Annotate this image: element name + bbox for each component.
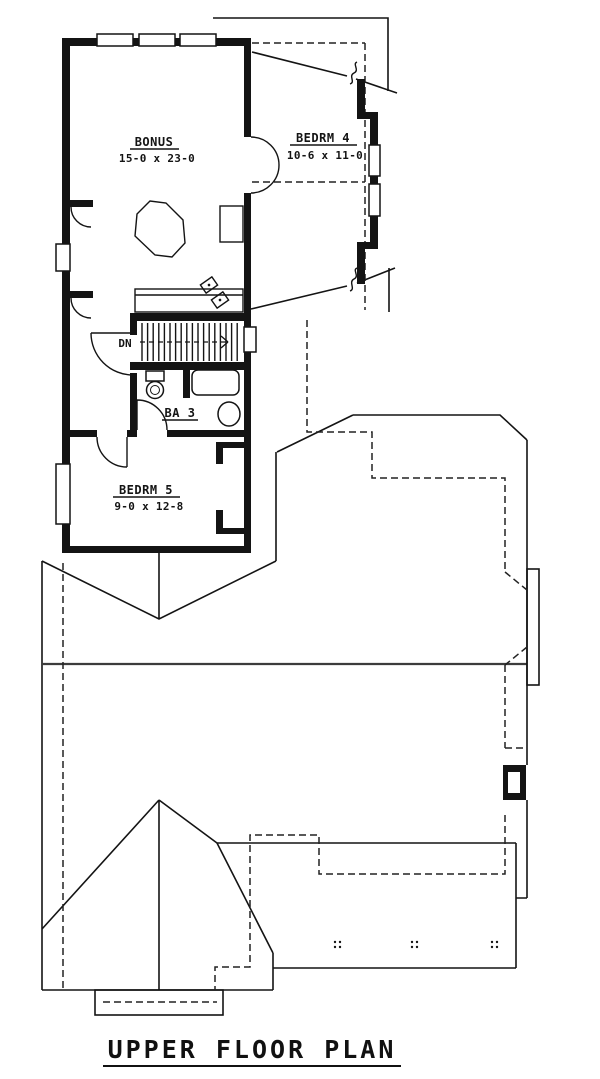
window (55, 243, 71, 272)
labels: BONUS 15-0 x 23-0 BEDRM 4 10-6 x 11-0 DN… (113, 131, 363, 513)
window (55, 463, 71, 525)
door-swing-hall (90, 332, 134, 376)
bonus-furniture (134, 200, 244, 313)
chimney (503, 765, 526, 800)
door-swing-kneewall (70, 297, 92, 319)
window (368, 144, 381, 177)
staircase (140, 323, 238, 361)
corner-equipment (199, 275, 219, 295)
table-octagon (134, 200, 186, 258)
bath-fixtures (145, 369, 241, 427)
toilet-tank (145, 370, 165, 382)
room-dims-bedrm5: 9-0 x 12-8 (114, 500, 183, 513)
corner-equipment (210, 290, 230, 310)
counter (134, 288, 244, 313)
break-symbol (349, 267, 358, 292)
plan-title-text: UPPER FLOOR PLAN (108, 1035, 397, 1064)
toilet-bowl-inner (150, 385, 160, 395)
door-swing-bedrm5 (96, 436, 128, 468)
dashed-lines (62, 42, 528, 1003)
window (96, 33, 134, 47)
sink (217, 401, 241, 427)
room-label-bedrm4: BEDRM 4 (296, 131, 350, 145)
door-swing-bath (136, 399, 168, 431)
room-label-bath3: BA 3 (165, 406, 196, 420)
window (368, 183, 381, 217)
stair-arrow (220, 335, 229, 349)
window (179, 33, 217, 47)
door-swing-bedrm4 (250, 136, 280, 194)
room-dims-bedrm4: 10-6 x 11-0 (287, 149, 363, 162)
doors (70, 136, 280, 468)
porch-outline (94, 989, 224, 1016)
stair-label-dn: DN (118, 337, 131, 350)
room-label-bedrm5: BEDRM 5 (119, 483, 173, 497)
drawing-title: UPPER FLOOR PLAN (103, 1035, 401, 1067)
toilet-bowl (145, 380, 165, 400)
roof-vents (333, 940, 499, 949)
window (138, 33, 176, 47)
windows (55, 33, 381, 525)
bay-window-bumpout (526, 568, 540, 686)
room-label-bonus: BONUS (135, 135, 174, 149)
window (243, 326, 257, 353)
room-dims-bonus: 15-0 x 23-0 (119, 152, 195, 165)
desk (219, 205, 244, 243)
door-swing-kneewall (70, 206, 92, 228)
break-symbol (349, 61, 358, 85)
bathtub (191, 369, 240, 396)
roof-outline (41, 17, 540, 1016)
